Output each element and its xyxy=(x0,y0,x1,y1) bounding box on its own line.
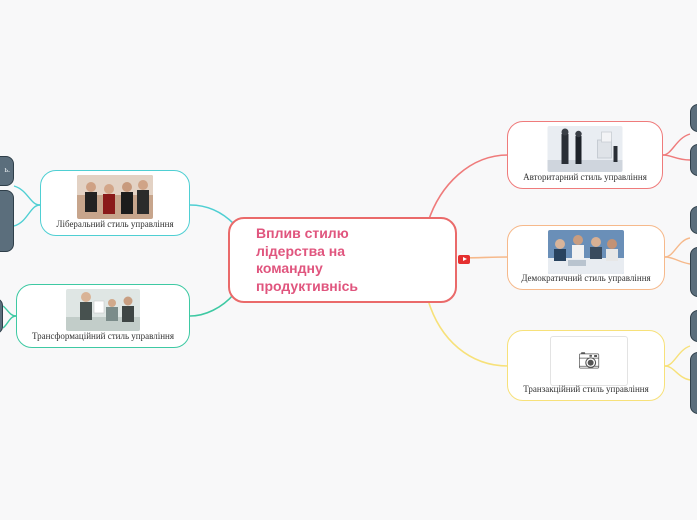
image-placeholder[interactable]: 📷︎ xyxy=(550,336,628,386)
subtopic-stub[interactable] xyxy=(0,190,14,252)
branch-label: Ліберальний стиль управління xyxy=(56,219,174,229)
central-topic-title: Вплив стилю лідерства на командну продук… xyxy=(256,225,359,294)
democratic-photo xyxy=(548,230,624,274)
subtopic-stub[interactable] xyxy=(690,206,697,234)
subtopic-stub[interactable]: ь. xyxy=(0,156,14,186)
branch-authoritarian[interactable]: Авторитарний стиль управління xyxy=(507,121,663,189)
branch-transactional[interactable]: 📷︎ Транзакційний стиль управління xyxy=(507,330,665,401)
branch-transformational[interactable]: Трансформаційний стиль управління xyxy=(16,284,190,348)
subtopic-stub[interactable] xyxy=(690,144,697,176)
youtube-icon[interactable] xyxy=(458,255,470,264)
subtopic-stub[interactable] xyxy=(0,298,3,334)
branch-label: Авторитарний стиль управління xyxy=(523,172,647,182)
truncated-text: ь. xyxy=(4,165,10,174)
branch-label: Демократичний стиль управління xyxy=(521,273,651,283)
subtopic-stub[interactable] xyxy=(690,247,697,297)
liberal-photo xyxy=(77,175,153,219)
subtopic-stub[interactable] xyxy=(690,352,697,414)
branch-liberal[interactable]: Ліберальний стиль управління xyxy=(40,170,190,236)
camera-icon: 📷︎ xyxy=(577,350,601,372)
central-topic[interactable]: Вплив стилю лідерства на командну продук… xyxy=(228,217,457,303)
transformational-photo xyxy=(66,289,140,331)
subtopic-stub[interactable] xyxy=(690,310,697,342)
branch-label: Трансформаційний стиль управління xyxy=(31,331,175,341)
branch-democratic[interactable]: Демократичний стиль управління xyxy=(507,225,665,290)
authoritarian-photo xyxy=(547,126,623,172)
subtopic-stub[interactable] xyxy=(690,104,697,132)
branch-label: Транзакційний стиль управління xyxy=(523,384,649,394)
